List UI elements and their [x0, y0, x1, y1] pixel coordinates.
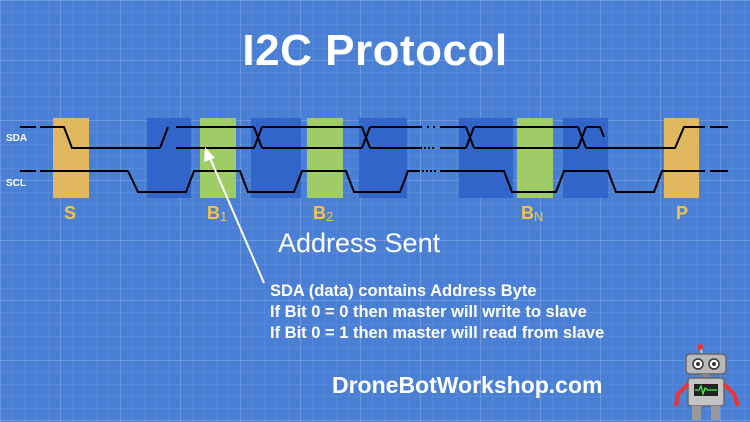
page-title: I2C Protocol [242, 26, 508, 75]
start-bar [53, 118, 89, 198]
b1-marker: B1 [207, 203, 227, 224]
bit-window [563, 118, 608, 198]
annotation-text: SDA (data) contains Address Byte If Bit … [270, 281, 604, 344]
bit-window [147, 118, 191, 198]
robot-icon [674, 344, 740, 420]
sample-bar-bn [517, 118, 553, 198]
b1-main: B [207, 203, 220, 223]
annotation-arrow [204, 147, 265, 284]
start-marker: S [64, 203, 76, 223]
sda-waveform [20, 126, 728, 149]
b2-main: B [313, 203, 326, 223]
annotation-line: If Bit 0 = 1 then master will read from … [270, 324, 605, 342]
sda-label: SDA [6, 133, 27, 144]
b2-sub: 2 [326, 209, 333, 224]
annotation-line: If Bit 0 = 0 then master will write to s… [270, 303, 587, 321]
scl-waveform [20, 170, 728, 193]
address-sent-heading: Address Sent [278, 228, 441, 258]
scl-label: SCL [6, 178, 26, 189]
bit-windows [147, 118, 608, 198]
bit-window [359, 118, 407, 198]
brand-link[interactable]: DroneBotWorkshop.com [332, 372, 603, 398]
stop-bar [664, 118, 699, 198]
b1-sub: 1 [220, 209, 227, 224]
sample-bar-b2 [307, 118, 343, 198]
stop-marker: P [676, 203, 688, 223]
b2-marker: B2 [313, 203, 333, 224]
bn-main: B [521, 203, 534, 223]
bit-window [251, 118, 301, 198]
annotation-line: SDA (data) contains Address Byte [270, 282, 537, 300]
bn-marker: BN [521, 203, 543, 224]
bn-sub: N [534, 209, 543, 224]
